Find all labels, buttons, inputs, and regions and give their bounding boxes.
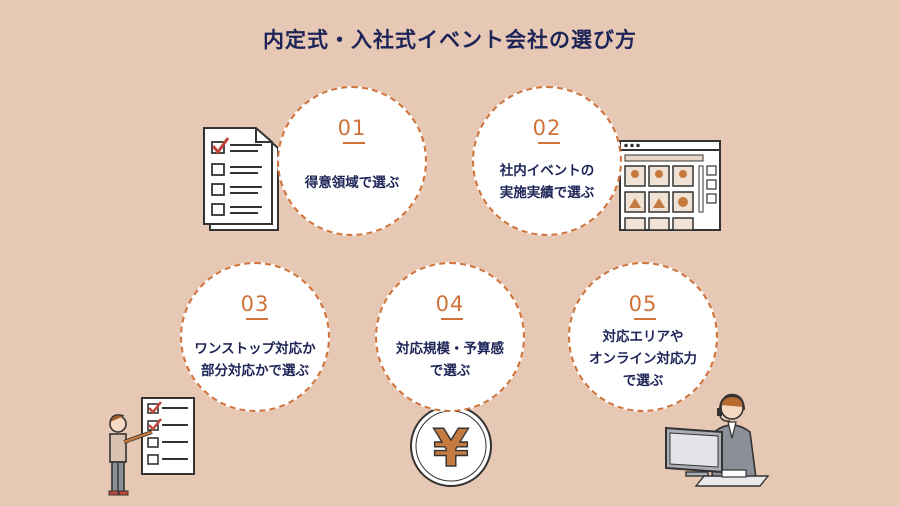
- operator-at-computer-icon: [665, 393, 770, 487]
- step-underline: [634, 318, 656, 320]
- step-label: 対応エリアや オンライン対応力 で選ぶ: [570, 326, 716, 392]
- yen-coin-icon: ¥: [410, 405, 492, 487]
- step-label: 得意領域で選ぶ: [279, 172, 425, 194]
- step-04: 04 対応規模・予算感 で選ぶ: [375, 262, 525, 412]
- step-label-line: オンライン対応力: [589, 351, 697, 367]
- step-03: 03 ワンストップ対応か 部分対応かで選ぶ: [180, 262, 330, 412]
- step-underline: [246, 318, 268, 320]
- step-number: 03: [240, 292, 270, 316]
- step-label-line: ワンストップ対応か: [194, 341, 316, 357]
- step-02: 02 社内イベントの 実施実績で選ぶ: [472, 86, 622, 236]
- step-label-line: 実施実績で選ぶ: [499, 185, 595, 201]
- step-05: 05 対応エリアや オンライン対応力 で選ぶ: [568, 262, 718, 412]
- step-underline: [343, 142, 365, 144]
- page-title: 内定式・入社式イベント会社の選び方: [263, 28, 637, 52]
- step-label-line: 対応規模・予算感: [396, 341, 504, 357]
- yen-symbol: ¥: [433, 419, 469, 479]
- step-label-line: 社内イベントの: [499, 163, 595, 179]
- step-underline: [538, 142, 560, 144]
- step-number: 01: [337, 116, 367, 140]
- step-label-line: 対応エリアや: [602, 329, 684, 345]
- browser-gallery-icon: [619, 140, 721, 231]
- step-label: 対応規模・予算感 で選ぶ: [377, 338, 523, 382]
- step-label-line: 部分対応かで選ぶ: [201, 363, 309, 379]
- step-underline: [441, 318, 463, 320]
- checklist-document-icon: [203, 127, 279, 231]
- step-01: 01 得意領域で選ぶ: [277, 86, 427, 236]
- step-label-line: で選ぶ: [429, 363, 471, 379]
- step-number: 04: [435, 292, 465, 316]
- step-label-line: 得意領域で選ぶ: [304, 175, 400, 191]
- person-with-checklist-icon: [108, 397, 195, 496]
- step-label-line: で選ぶ: [622, 373, 664, 389]
- step-number: 05: [628, 292, 658, 316]
- step-number: 02: [532, 116, 562, 140]
- step-label: 社内イベントの 実施実績で選ぶ: [474, 160, 620, 204]
- step-label: ワンストップ対応か 部分対応かで選ぶ: [182, 338, 328, 382]
